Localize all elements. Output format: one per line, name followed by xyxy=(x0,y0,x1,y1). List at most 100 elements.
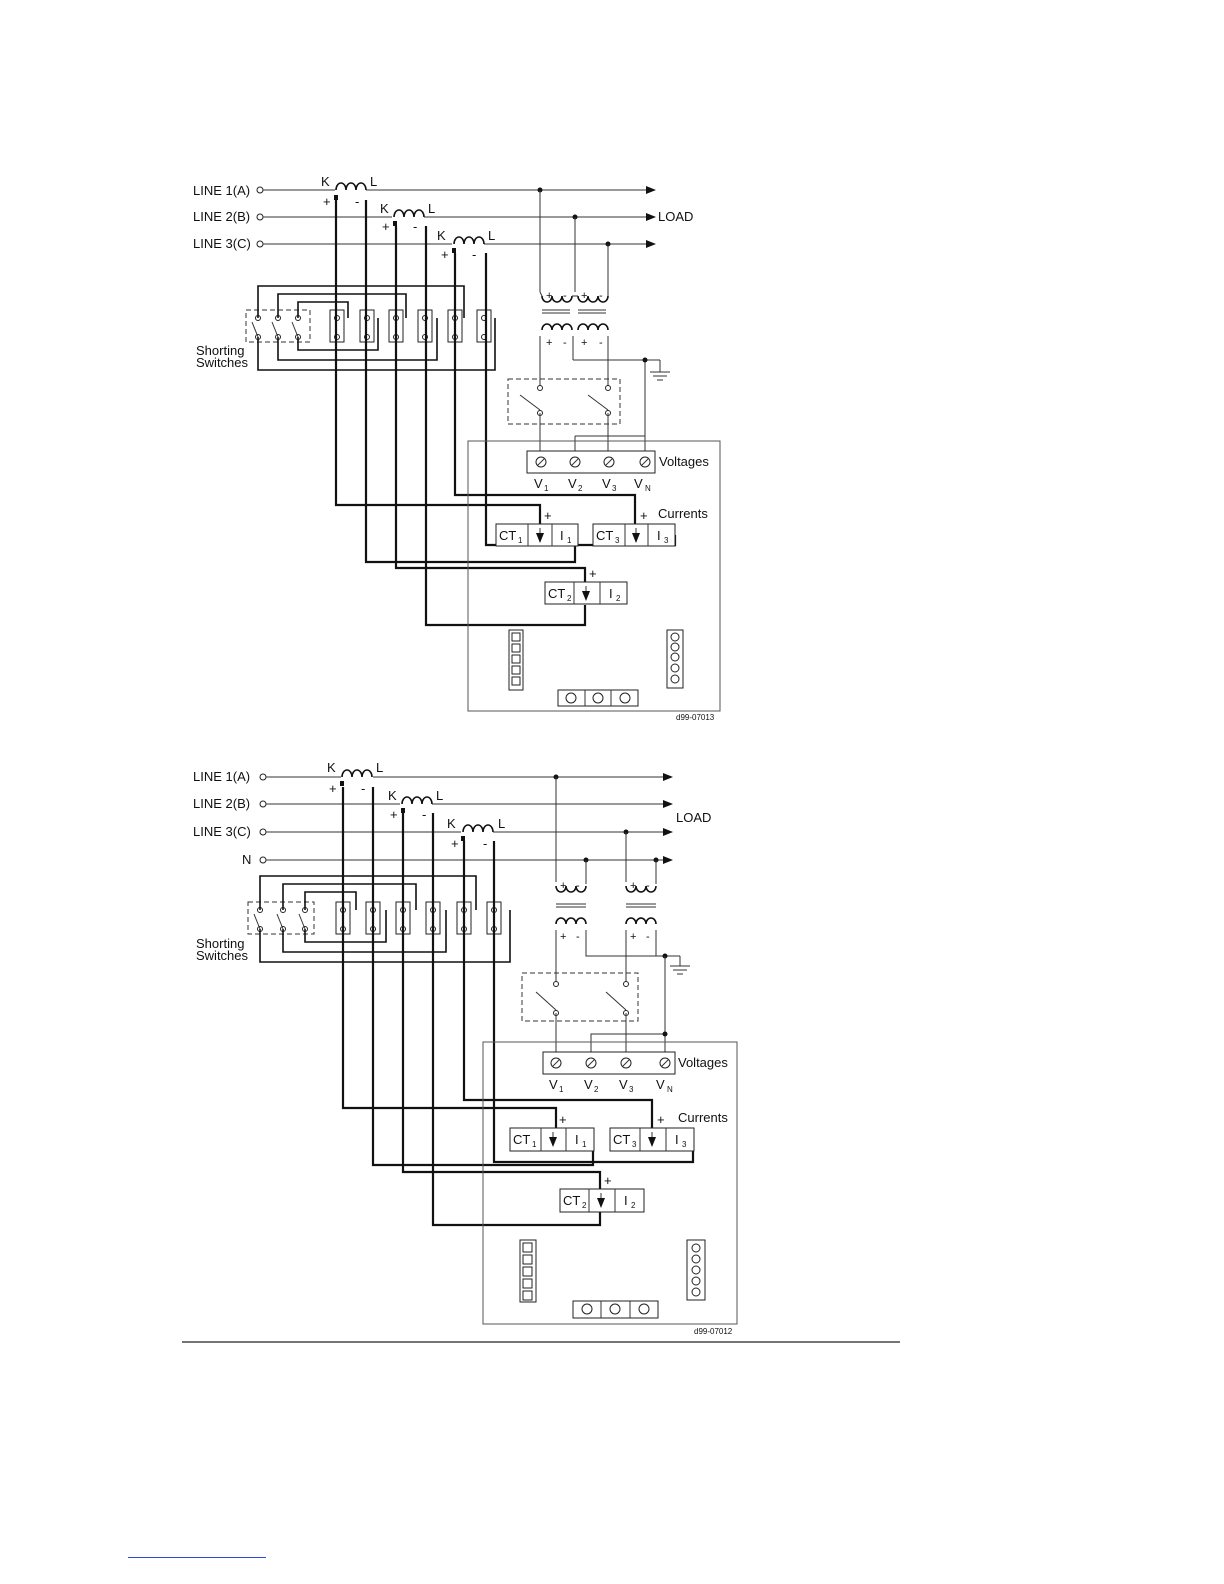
svg-text:-: - xyxy=(646,880,650,892)
svg-text:+: + xyxy=(382,219,390,234)
svg-text:L: L xyxy=(376,760,383,775)
svg-text:3: 3 xyxy=(632,1140,637,1149)
svg-text:CT: CT xyxy=(613,1132,630,1147)
svg-text:L: L xyxy=(498,816,505,831)
diagram-4-wire: LINE 1(A) LINE 2(B) LINE 3(C) N LOAD K L… xyxy=(193,760,738,1336)
svg-text:K: K xyxy=(437,228,446,243)
svg-text:-: - xyxy=(355,194,359,209)
svg-text:+: + xyxy=(559,1112,567,1127)
ct-coil-b: K L + - xyxy=(380,201,435,234)
shorting-switches xyxy=(251,315,301,340)
svg-text:2: 2 xyxy=(582,1201,587,1210)
line-2-label: LINE 2(B) xyxy=(193,209,250,224)
svg-text:+: + xyxy=(560,880,566,892)
svg-text:+: + xyxy=(451,836,459,851)
svg-text:3: 3 xyxy=(682,1140,687,1149)
svg-text:V: V xyxy=(656,1077,665,1092)
svg-text:2: 2 xyxy=(567,594,572,603)
svg-text:V: V xyxy=(584,1077,593,1092)
comm-port xyxy=(519,1239,537,1303)
shorting-switches-box xyxy=(247,901,315,935)
svg-text:-: - xyxy=(483,836,487,851)
svg-text:-: - xyxy=(599,337,603,349)
svg-text:+: + xyxy=(329,781,337,796)
figure-id-2: d99-07012 xyxy=(694,1327,733,1336)
footnote-rule xyxy=(128,1557,266,1558)
shorting-label-1: Shorting xyxy=(196,343,244,358)
svg-text:2: 2 xyxy=(594,1085,599,1094)
vt-disconnect-box xyxy=(507,378,621,425)
shorting-label-2: Switches xyxy=(196,355,249,370)
svg-text:-: - xyxy=(563,290,567,302)
svg-text:3: 3 xyxy=(629,1085,634,1094)
io-terminals xyxy=(686,1239,706,1301)
ground-icon xyxy=(670,956,690,975)
svg-text:+: + xyxy=(630,931,636,943)
voltage-transformers: +- +- +- +- xyxy=(555,880,657,943)
svg-text:1: 1 xyxy=(582,1140,587,1149)
svg-text:+: + xyxy=(630,880,636,892)
svg-text:3: 3 xyxy=(664,536,669,545)
svg-text:V: V xyxy=(602,476,611,491)
neutral-label: N xyxy=(242,852,251,867)
svg-text:I: I xyxy=(624,1193,628,1208)
svg-text:K: K xyxy=(388,788,397,803)
comm-port xyxy=(508,629,524,691)
svg-text:+: + xyxy=(640,508,648,523)
svg-text:3: 3 xyxy=(612,484,617,493)
svg-text:1: 1 xyxy=(567,536,572,545)
svg-text:+: + xyxy=(390,807,398,822)
svg-text:-: - xyxy=(599,290,603,302)
shorting-label-2: Switches xyxy=(196,948,249,963)
svg-text:CT: CT xyxy=(548,586,565,601)
svg-text:V: V xyxy=(634,476,643,491)
diagram-3-wire: LINE 1(A) LINE 2(B) LINE 3(C) LOAD K L +… xyxy=(193,174,721,722)
line-3-terminal xyxy=(256,240,264,248)
ct-coil-b: K L + - xyxy=(388,788,443,822)
svg-text:+: + xyxy=(657,1112,665,1127)
power-terminals xyxy=(572,1300,659,1319)
line-1-label: LINE 1(A) xyxy=(193,183,250,198)
svg-text:+: + xyxy=(544,508,552,523)
svg-text:V: V xyxy=(568,476,577,491)
svg-text:K: K xyxy=(380,201,389,216)
shorting-switches xyxy=(253,907,308,932)
voltage-terminals xyxy=(535,456,651,468)
svg-text:+: + xyxy=(581,337,587,349)
svg-text:L: L xyxy=(436,788,443,803)
svg-text:-: - xyxy=(413,219,417,234)
vt-disconnect-box xyxy=(521,972,639,1022)
svg-text:-: - xyxy=(472,247,476,262)
svg-text:I: I xyxy=(560,528,564,543)
line-2-label: LINE 2(B) xyxy=(193,796,250,811)
svg-text:I: I xyxy=(657,528,661,543)
svg-text:CT: CT xyxy=(499,528,516,543)
svg-text:1: 1 xyxy=(559,1085,564,1094)
meter-enclosure xyxy=(482,1041,738,1325)
ground-icon xyxy=(650,360,670,381)
svg-text:2: 2 xyxy=(616,594,621,603)
figure-id-1: d99-07013 xyxy=(676,713,715,722)
load-label: LOAD xyxy=(676,810,711,825)
svg-text:+: + xyxy=(560,931,566,943)
svg-text:+: + xyxy=(581,290,587,302)
voltage-transformers: +- +- +- +- xyxy=(539,290,609,349)
svg-text:L: L xyxy=(428,201,435,216)
svg-text:+: + xyxy=(546,290,552,302)
svg-text:2: 2 xyxy=(578,484,583,493)
line-2-terminal xyxy=(256,213,264,221)
svg-text:-: - xyxy=(576,880,580,892)
svg-text:3: 3 xyxy=(615,536,620,545)
ct-coil-c: K L + - xyxy=(447,816,505,851)
svg-text:V: V xyxy=(619,1077,628,1092)
svg-text:-: - xyxy=(422,807,426,822)
svg-text:K: K xyxy=(321,174,330,189)
svg-text:N: N xyxy=(667,1085,673,1094)
shorting-label-1: Shorting xyxy=(196,936,244,951)
power-terminals xyxy=(557,689,639,707)
